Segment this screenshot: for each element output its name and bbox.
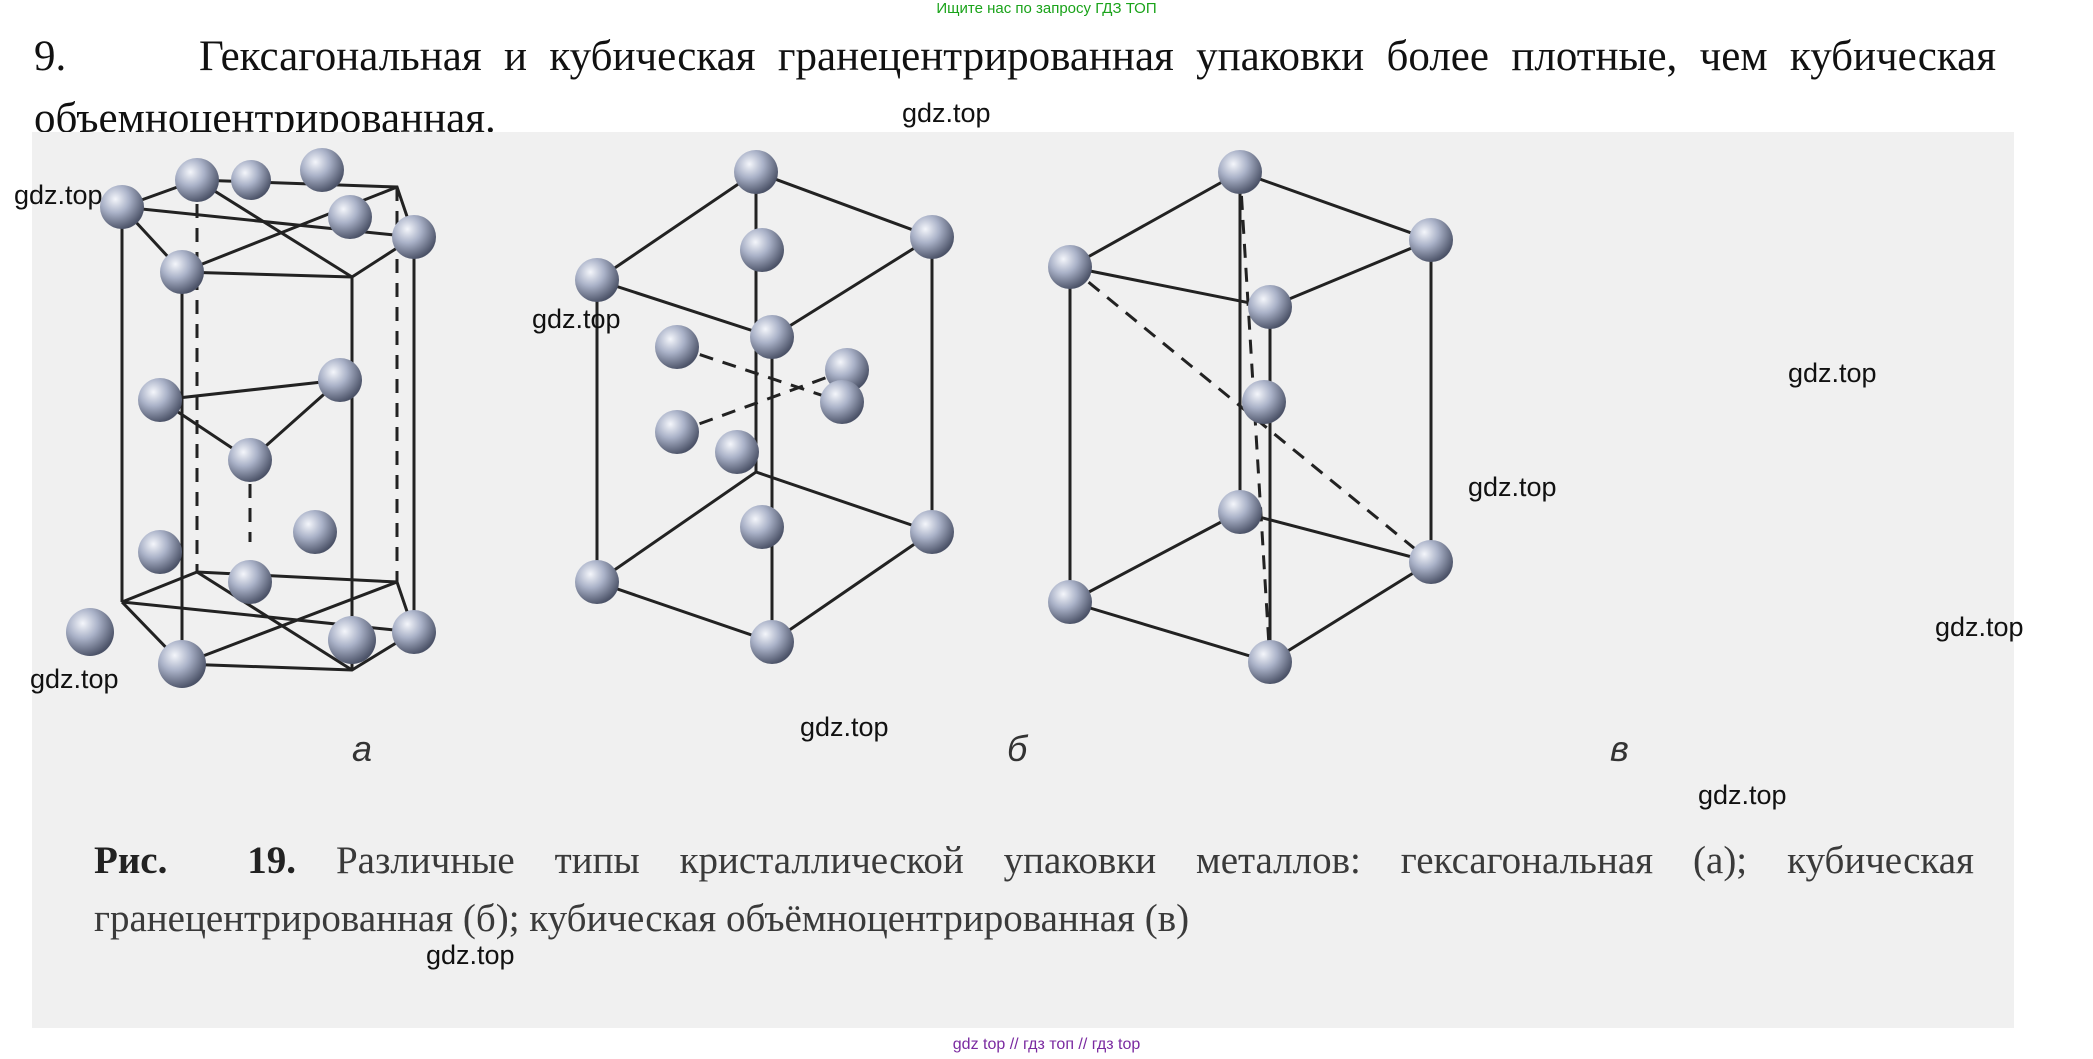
caption-number: 19.: [247, 839, 297, 882]
figure-caption: Рис. 19. Различные типы кристаллической …: [94, 832, 1974, 948]
watermark: gdz.top: [30, 664, 119, 694]
answer-number: 9.: [34, 33, 67, 80]
caption-text: Различные типы кристаллической упаковки …: [94, 839, 1974, 940]
hexagonal-lattice: [120, 178, 416, 672]
watermark: gdz.top: [532, 304, 621, 334]
watermark: gdz.top: [902, 98, 991, 128]
watermark: gdz.top: [426, 940, 515, 970]
answer-body: Гексагональная и кубическая гранецентрир…: [34, 33, 1996, 142]
figure-label-a: а: [352, 728, 373, 769]
fcc-atoms: [575, 150, 954, 664]
watermark: gdz.top: [1698, 780, 1787, 810]
caption-prefix: Рис.: [94, 839, 168, 882]
figure-label-b: б: [1007, 728, 1028, 769]
figure-label-v: в: [1610, 728, 1629, 769]
bcc-atoms: [1048, 150, 1453, 684]
footer-links: gdz top // гдз топ // гдз top: [952, 1036, 1141, 1053]
watermark: gdz.top: [1788, 358, 1877, 388]
crystal-lattice-illustration: [66, 148, 1453, 688]
answer-text: 9.Гексагональная и кубическая гранецентр…: [34, 26, 1996, 150]
top-banner: Ищите нас по запросу ГДЗ ТОП: [936, 0, 1157, 17]
textbook-figure-scan: а б в Рис. 19. Различные типы кристаллич…: [32, 132, 2014, 1028]
watermark: gdz.top: [1935, 612, 2024, 642]
watermark: gdz.top: [14, 180, 103, 210]
watermark: gdz.top: [800, 712, 889, 742]
hexagonal-atoms: [66, 148, 436, 688]
watermark: gdz.top: [1468, 472, 1557, 502]
